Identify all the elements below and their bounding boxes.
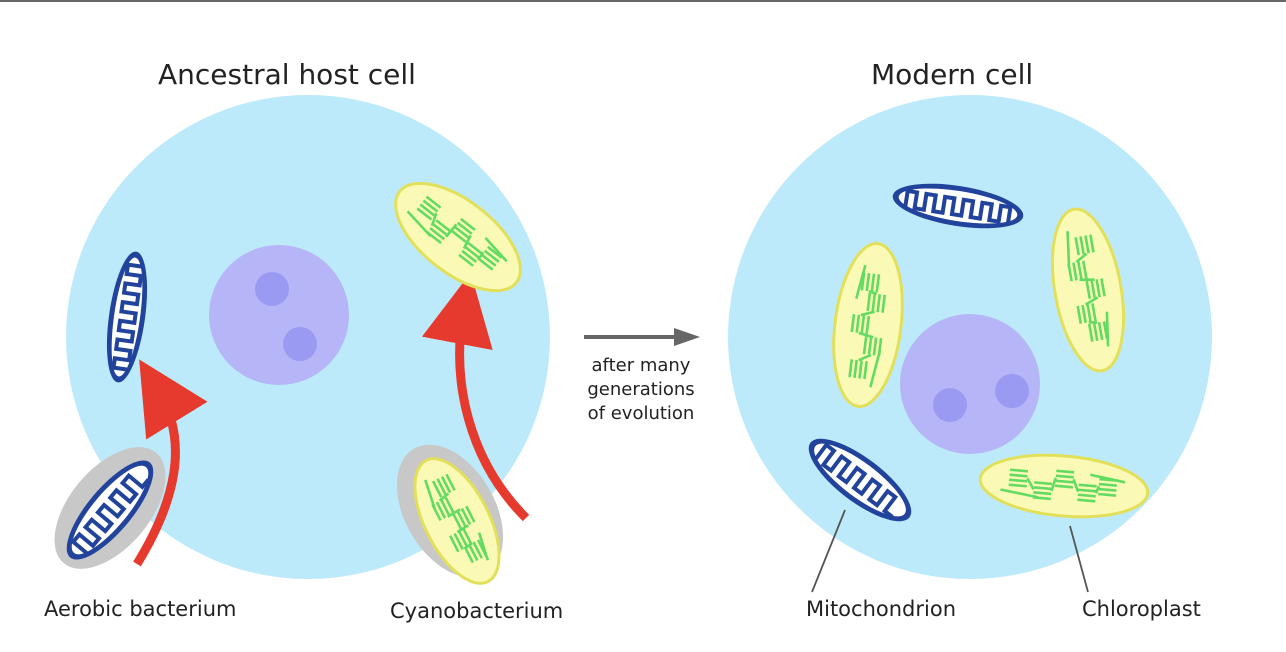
transition-line-2: generations <box>587 379 695 400</box>
chloroplast-pointer <box>1069 525 1089 593</box>
chloroplast-label: Chloroplast <box>1082 597 1201 621</box>
transition-caption: after many generations of evolution <box>566 354 716 426</box>
cyanobacterium-entering <box>413 457 501 585</box>
nucleolus <box>995 374 1029 408</box>
mitochondrion <box>892 183 1024 229</box>
modern-nucleus <box>900 314 1040 454</box>
cyanobacterium-inside <box>394 181 522 293</box>
chloroplast <box>1051 207 1125 373</box>
aerobic-bacterium-inside <box>106 251 148 383</box>
cyanobacterium-label: Cyanobacterium <box>390 599 564 623</box>
host-nucleus <box>209 245 349 385</box>
aerobic-bacterium-label: Aerobic bacterium <box>44 597 237 621</box>
evolution-arrow <box>584 328 700 346</box>
uptake-arrow-aerobic <box>133 359 208 567</box>
nucleolus <box>283 327 317 361</box>
chloroplast <box>832 242 904 408</box>
mitochondrion-pointer <box>811 509 846 593</box>
uptake-arrow-cyano <box>421 272 530 522</box>
transition-line-3: of evolution <box>587 403 695 424</box>
mitochondrion <box>808 438 912 522</box>
mitochondrion-label: Mitochondrion <box>806 597 957 621</box>
nucleolus <box>933 388 967 422</box>
chloroplast <box>978 453 1150 519</box>
nucleolus <box>255 272 289 306</box>
transition-line-1: after many <box>591 355 691 376</box>
modern-cell-title: Modern cell <box>871 58 1034 91</box>
aerobic-bacterium-entering <box>66 460 154 560</box>
ancestral-cell-title: Ancestral host cell <box>158 58 416 91</box>
